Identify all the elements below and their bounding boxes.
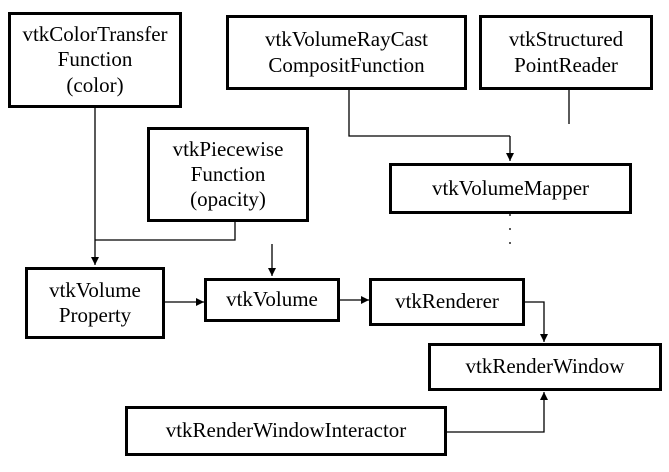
node-render-window-interactor-label: vtkRenderWindowInteractor — [165, 418, 407, 443]
node-color-transfer-function: vtkColorTransfer Function (color) — [8, 12, 182, 108]
edge-raycast-to-mapper — [348, 90, 510, 137]
node-volume-raycast-composite-function-label: vtkVolumeRayCast CompositFunction — [265, 27, 428, 77]
node-volume-property-label: vtkVolume Property — [49, 277, 141, 327]
node-volume-raycast-composite-function: vtkVolumeRayCast CompositFunction — [226, 15, 467, 90]
node-render-window-interactor: vtkRenderWindowInteractor — [125, 406, 447, 456]
node-volume: vtkVolume — [204, 278, 340, 322]
node-volume-property: vtkVolume Property — [25, 267, 165, 339]
node-volume-mapper-label: vtkVolumeMapper — [431, 175, 590, 200]
node-structured-point-reader-label: vtkStructured PointReader — [508, 27, 624, 77]
node-piecewise-function-label: vtkPiecewise Function (opacity) — [172, 136, 284, 212]
node-volume-label: vtkVolume — [226, 287, 318, 312]
node-render-window: vtkRenderWindow — [428, 343, 662, 391]
node-color-transfer-function-label: vtkColorTransfer Function (color) — [22, 22, 168, 97]
node-render-window-label: vtkRenderWindow — [465, 354, 625, 379]
node-structured-point-reader: vtkStructured PointReader — [479, 15, 653, 90]
node-piecewise-function: vtkPiecewise Function (opacity) — [147, 127, 309, 222]
node-renderer: vtkRenderer — [369, 278, 525, 326]
node-renderer-label: vtkRenderer — [395, 289, 499, 314]
edge-renderer-to-renderwindow — [525, 301, 548, 342]
edge-interactor-to-renderwindow — [447, 392, 548, 433]
node-volume-mapper: vtkVolumeMapper — [389, 163, 632, 214]
edge-piecewise-to-volumeproperty — [95, 222, 236, 241]
